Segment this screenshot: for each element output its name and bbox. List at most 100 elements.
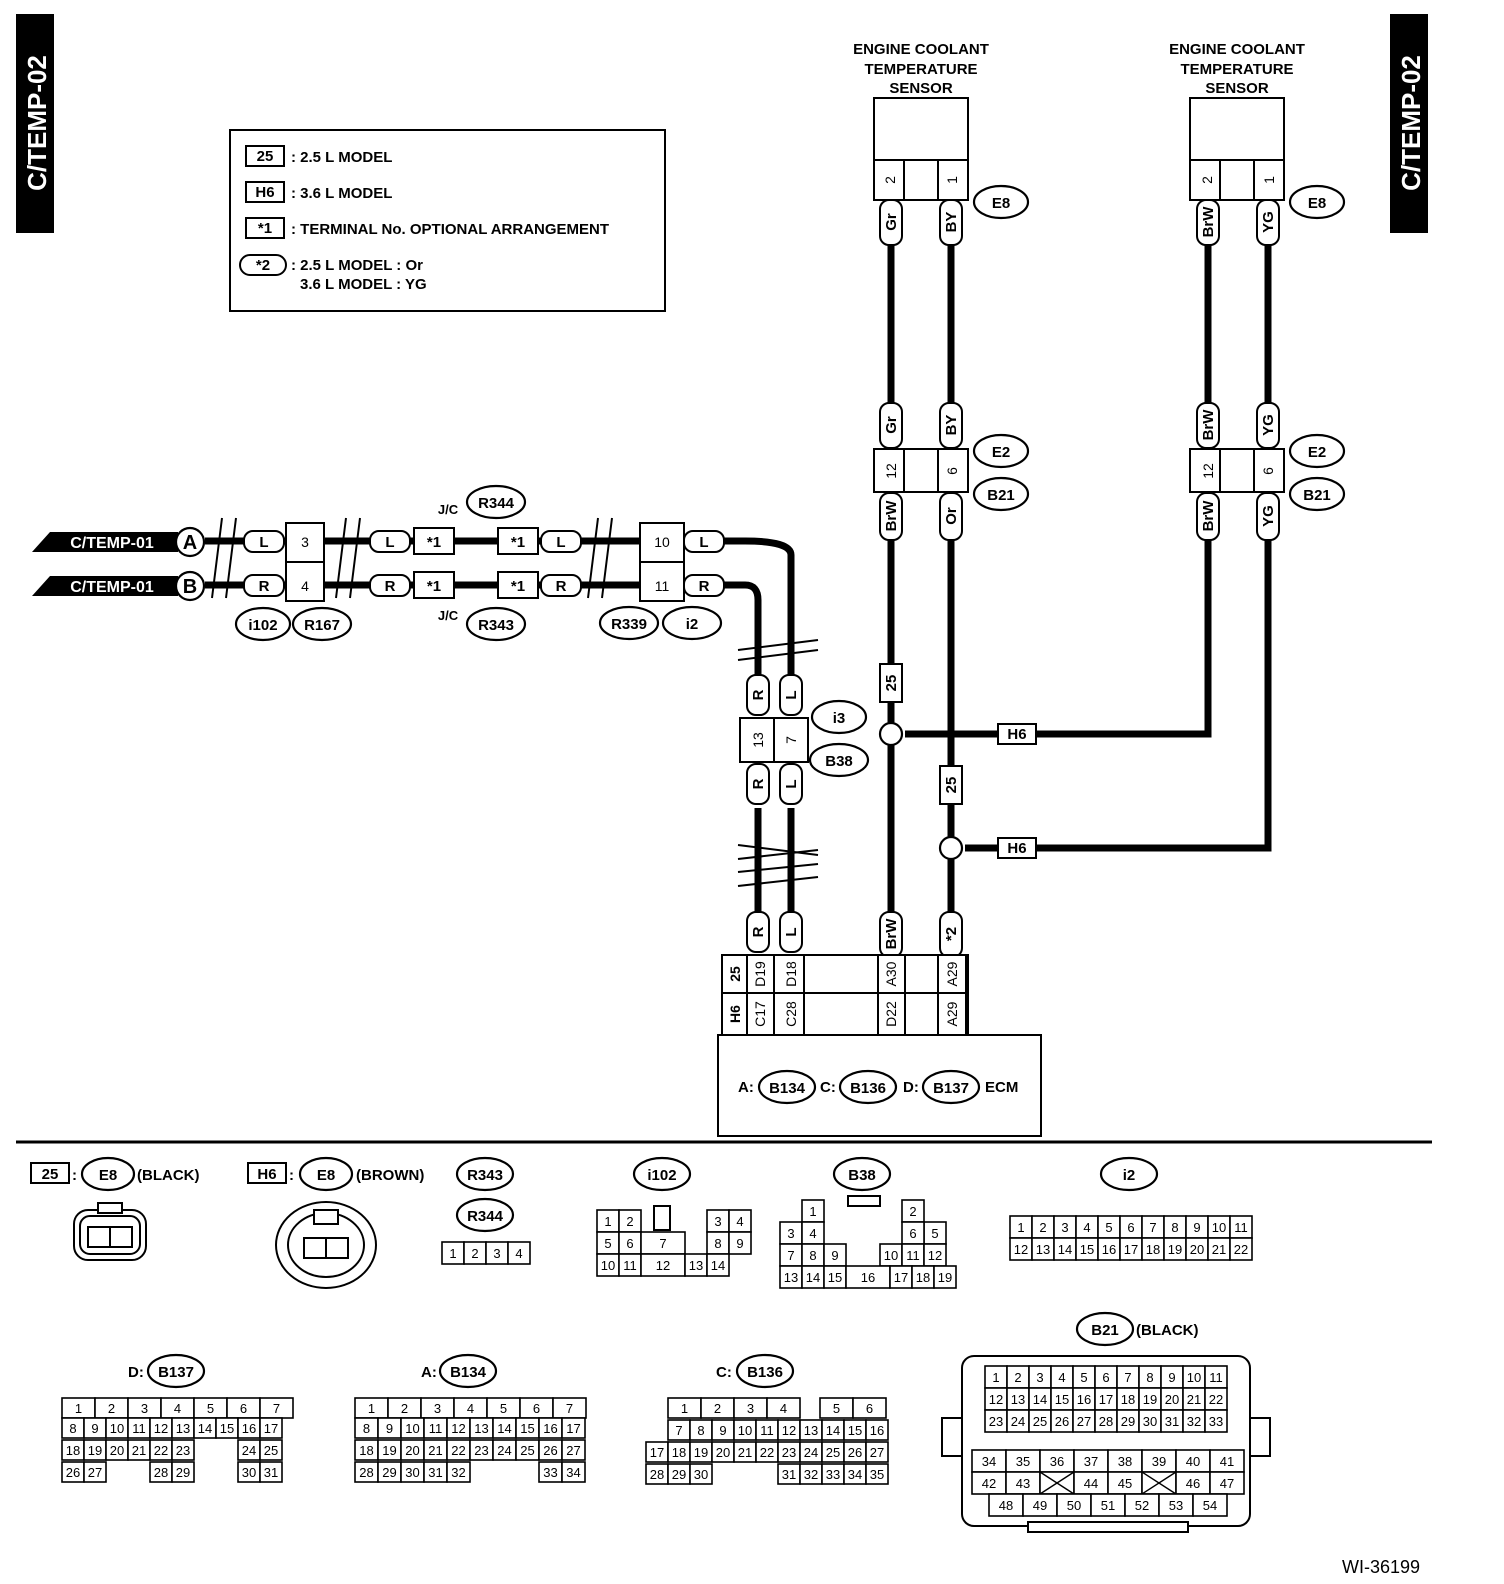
b137-pin-label: 18 <box>66 1443 80 1458</box>
face-i102: i102 <box>632 1156 692 1192</box>
b137-pin-label: 1 <box>75 1401 82 1416</box>
tag-25-1: 25 <box>879 663 903 703</box>
b21-pin-label: 39 <box>1152 1454 1166 1469</box>
svg-text:D:: D: <box>903 1079 919 1096</box>
b21-pin-label: 8 <box>1146 1370 1153 1385</box>
b21-pin <box>1192 1493 1228 1517</box>
svg-text:: 3.6 L MODEL: : 3.6 L MODEL <box>291 185 392 202</box>
connector-e2-b21-2: 12 6 <box>1189 448 1285 493</box>
b137-pin-label: 15 <box>220 1421 234 1436</box>
i2-pin-label: 14 <box>1058 1242 1072 1257</box>
svg-text:R339: R339 <box>611 616 647 633</box>
b134-pin-label: 32 <box>451 1465 465 1480</box>
b21-pin-label: 44 <box>1084 1476 1098 1491</box>
b21-pin-label: 6 <box>1102 1370 1109 1385</box>
svg-text:B136: B136 <box>850 1080 886 1097</box>
b21-pin-label: 37 <box>1084 1454 1098 1469</box>
svg-text:L: L <box>259 534 268 551</box>
svg-text:2: 2 <box>882 176 898 184</box>
svg-text:E8: E8 <box>99 1167 117 1184</box>
b134-pin-label: 4 <box>467 1401 474 1416</box>
face-e8-brown: H6 : E8 (BROWN) <box>247 1156 424 1289</box>
svg-text:: 2.5 L MODEL: : 2.5 L MODEL <box>291 149 392 166</box>
b21-pin-label: 14 <box>1033 1392 1047 1407</box>
b38-pin-label: 16 <box>861 1270 875 1285</box>
b134-pin-label: 8 <box>363 1421 370 1436</box>
b136-pin <box>689 1463 713 1485</box>
b136-pin-label: 7 <box>675 1423 682 1438</box>
b137-pin-label: 26 <box>66 1465 80 1480</box>
b38-pin-label: 9 <box>831 1248 838 1263</box>
b134-pin <box>561 1461 586 1483</box>
i2-pin-label: 4 <box>1083 1220 1090 1235</box>
svg-text:11: 11 <box>655 578 670 594</box>
b21-pin-label: 43 <box>1016 1476 1030 1491</box>
svg-text:BrW: BrW <box>1200 409 1217 441</box>
b134-pin <box>561 1417 586 1439</box>
b21-pin-label: 15 <box>1055 1392 1069 1407</box>
b38-pin-label: 6 <box>909 1226 916 1241</box>
svg-text:L: L <box>783 927 800 936</box>
r343-pin-label: 4 <box>515 1246 522 1261</box>
ext-ref-arrows: C/TEMP-01 A C/TEMP-01 B <box>32 526 206 602</box>
svg-text:R344: R344 <box>467 1208 504 1225</box>
b21-pin-label: 53 <box>1169 1498 1183 1513</box>
svg-text::: : <box>289 1167 294 1184</box>
b134-pin-label: 20 <box>405 1443 419 1458</box>
b137-pin-label: 27 <box>88 1465 102 1480</box>
b134-pin-label: 17 <box>566 1421 580 1436</box>
i2-pin-label: 7 <box>1149 1220 1156 1235</box>
b136-pin-label: 8 <box>697 1423 704 1438</box>
face-e8-black: 25 : E8 (BLACK) <box>30 1156 199 1261</box>
b38-pin-label: 1 <box>809 1204 816 1219</box>
splice-h6-1 <box>878 721 904 747</box>
svg-text:BY: BY <box>943 212 960 233</box>
b137-pin-label: 20 <box>110 1443 124 1458</box>
b38-pin-label: 12 <box>928 1248 942 1263</box>
i2-pin-label: 16 <box>1102 1242 1116 1257</box>
b21-pin-label: 52 <box>1135 1498 1149 1513</box>
svg-text:A: A <box>183 532 197 554</box>
b38-pin-label: 8 <box>809 1248 816 1263</box>
b134-pin-label: 28 <box>359 1465 373 1480</box>
i102-pin-label: 11 <box>623 1258 637 1273</box>
b136-pin <box>865 1441 889 1463</box>
i2-pin-label: 17 <box>1124 1242 1138 1257</box>
svg-text:E8: E8 <box>1308 195 1326 212</box>
svg-text:YG: YG <box>1260 414 1277 436</box>
b136-pin-label: 16 <box>870 1423 884 1438</box>
svg-text:B38: B38 <box>848 1167 876 1184</box>
b136-pin-label: 5 <box>833 1401 840 1416</box>
b134-pin-label: 18 <box>359 1443 373 1458</box>
b134-pin <box>561 1439 586 1461</box>
b21-pin-label: 3 <box>1036 1370 1043 1385</box>
svg-text:D22: D22 <box>883 1001 899 1027</box>
b137-pin <box>259 1461 283 1483</box>
r343-pin-label: 3 <box>493 1246 500 1261</box>
b21-pin-label: 13 <box>1011 1392 1025 1407</box>
face-b134-title: A: B134 <box>421 1353 498 1389</box>
b21-pin-label: 25 <box>1033 1414 1047 1429</box>
i102-pin-label: 13 <box>689 1258 703 1273</box>
b21-pin-label: 19 <box>1143 1392 1157 1407</box>
svg-text:A:: A: <box>421 1364 437 1381</box>
b38-pin-label: 18 <box>916 1270 930 1285</box>
b134-pin-label: 15 <box>520 1421 534 1436</box>
b134-pin-label: 5 <box>500 1401 507 1416</box>
b137-pin-label: 12 <box>154 1421 168 1436</box>
svg-text:H6: H6 <box>257 1166 276 1183</box>
svg-text:L: L <box>385 534 394 551</box>
b136-pin-label: 26 <box>848 1445 862 1460</box>
svg-text:A:: A: <box>738 1079 754 1096</box>
b21-pin-label: 26 <box>1055 1414 1069 1429</box>
b137-pin-label: 31 <box>264 1465 278 1480</box>
i102-pin-label: 7 <box>659 1236 666 1251</box>
i2-pin-label: 21 <box>1212 1242 1226 1257</box>
b136-pin <box>766 1397 801 1419</box>
b21-pin-label: 21 <box>1187 1392 1201 1407</box>
svg-text:R: R <box>750 926 767 937</box>
b136-pin-label: 23 <box>782 1445 796 1460</box>
r343-pin-label: 1 <box>449 1246 456 1261</box>
b137-pin-label: 5 <box>207 1401 214 1416</box>
